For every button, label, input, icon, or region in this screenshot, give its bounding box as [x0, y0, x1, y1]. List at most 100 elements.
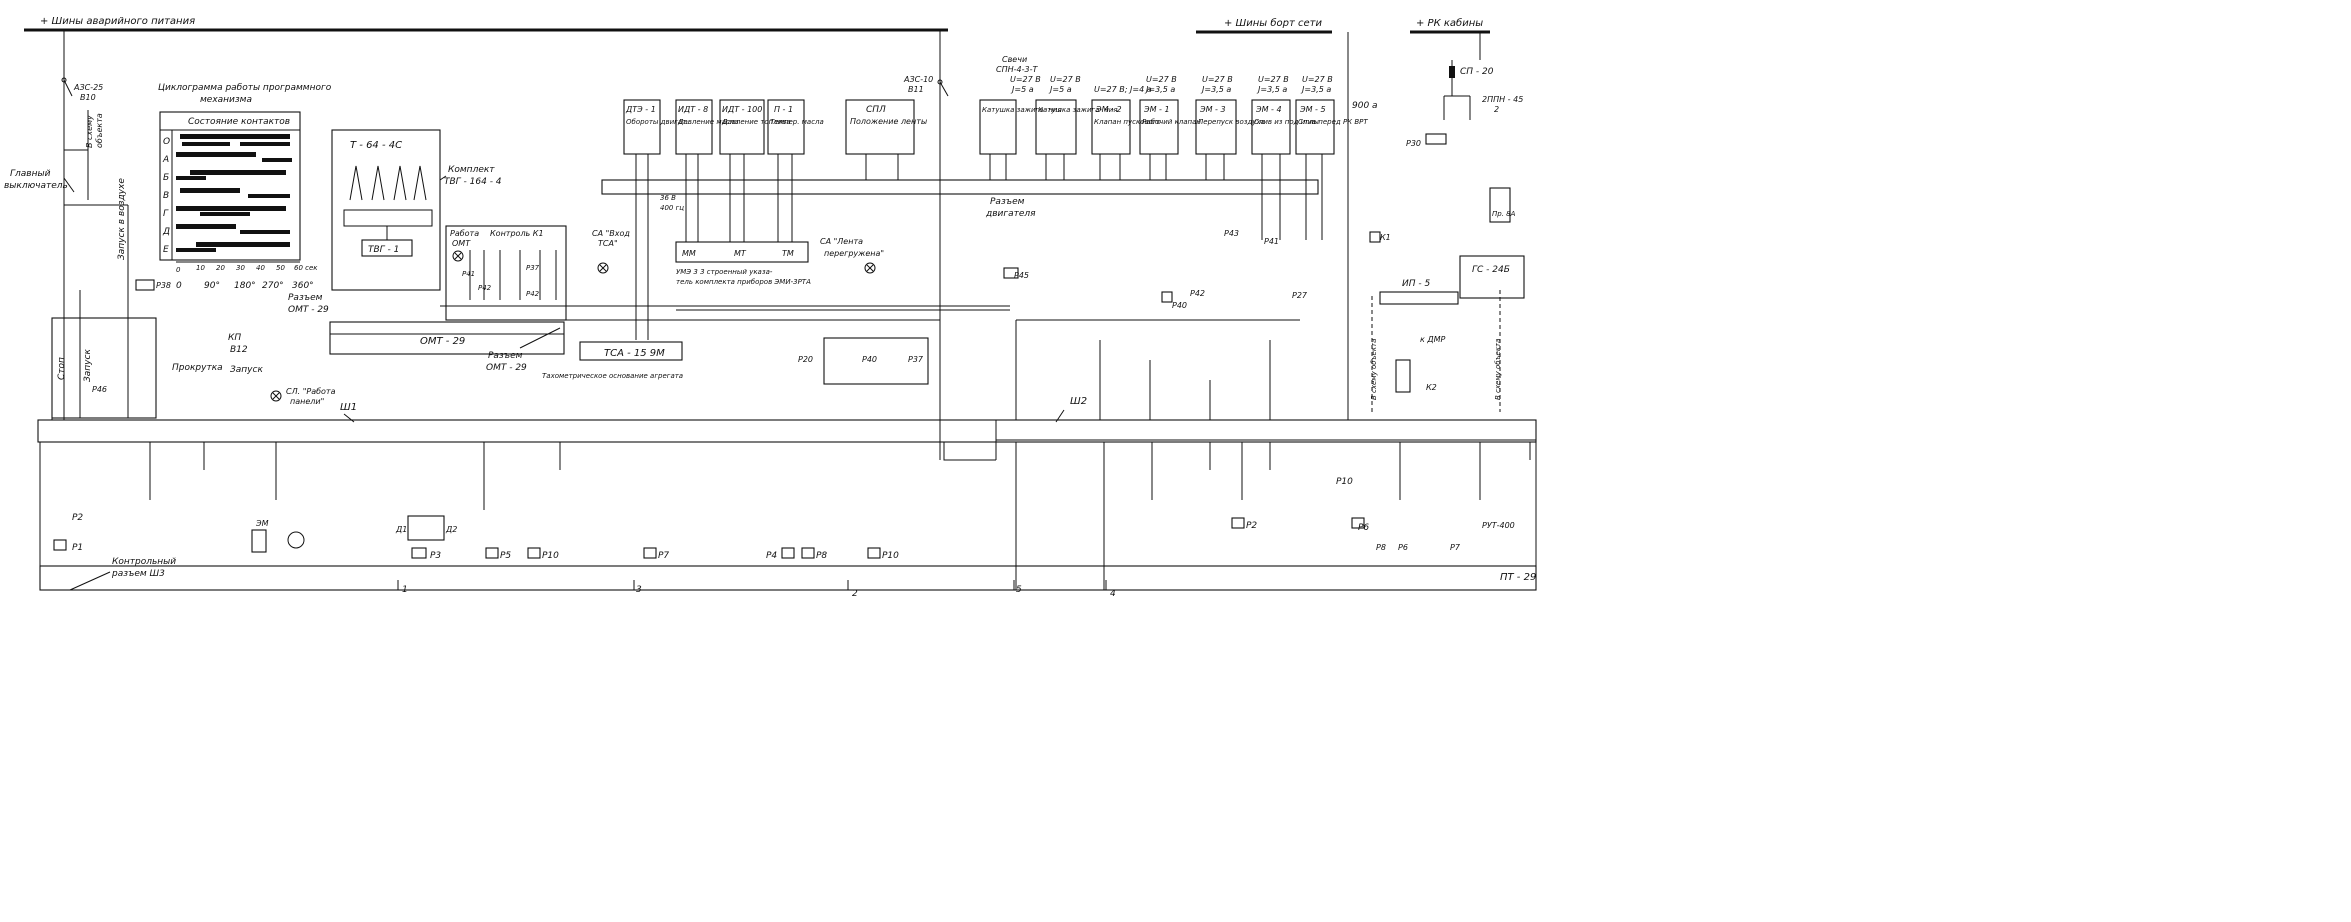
svg-text:Запуск в воздухе: Запуск в воздухе [117, 178, 127, 260]
sensor-dte1: ДТЭ - 1 Обороты двигат. [623, 99, 688, 155]
bottom-terminals: 1 3 2 5 4 [397, 580, 1116, 599]
svg-text:СПН-4-3-Т: СПН-4-3-Т [996, 65, 1038, 74]
svg-text:Стоп: Стоп [57, 357, 67, 380]
svg-text:Б: Б [163, 173, 169, 183]
ignition-coil-1: Катушка зажига- ния [979, 99, 1062, 155]
svg-text:панели": панели" [290, 397, 324, 406]
tsa-block: СА "Вход ТСА" ТСА - 15 9М Тахометрическо… [542, 229, 683, 380]
svg-text:ОМТ - 29: ОМТ - 29 [288, 305, 329, 315]
svg-text:В схему: В схему [85, 115, 94, 148]
svg-text:Р7: Р7 [1450, 543, 1461, 552]
svg-text:2: 2 [852, 589, 858, 599]
svg-text:А: А [162, 155, 169, 165]
svg-text:Д1: Д1 [395, 525, 407, 534]
svg-text:Рабочий клапан: Рабочий клапан [1142, 118, 1201, 126]
svg-text:U=27 В: U=27 В [1302, 75, 1333, 84]
svg-text:Р37: Р37 [908, 355, 924, 364]
svg-text:Р4: Р4 [766, 551, 777, 561]
onboard-bus-label: + Шины борт сети [1224, 17, 1322, 29]
svg-text:5: 5 [1016, 585, 1022, 595]
sensor-spl: СПЛ Положение ленты [845, 99, 927, 155]
svg-text:Контрольный: Контрольный [112, 557, 176, 567]
sensor-idt8: ИДТ - 8 Давление масла [675, 99, 739, 155]
svg-text:Разъем: Разъем [990, 197, 1025, 207]
svg-text:U=27 В: U=27 В [1010, 75, 1041, 84]
em4-valve: U=27 В J=3,5 а ЭМ - 4 Слив из под иглы [1251, 75, 1319, 155]
harness-sh1: Ш1 Ш2 [37, 396, 1537, 443]
svg-text:УМЭ 3 3 строенный указа-: УМЭ 3 3 строенный указа- [676, 268, 773, 276]
svg-text:Запуск: Запуск [83, 349, 93, 382]
svg-text:Р6: Р6 [1358, 523, 1369, 533]
svg-text:Свечи: Свечи [1002, 55, 1027, 64]
svg-text:0: 0 [176, 281, 182, 291]
svg-text:ДТЭ - 1: ДТЭ - 1 [625, 105, 656, 114]
svg-text:Катушка зажига- ния: Катушка зажига- ния [1038, 106, 1118, 114]
sp20-pps45: СП - 20 2ППН - 45 2 Р30 Пр. 8А [1406, 60, 1523, 223]
svg-text:Тахометрическое основание агре: Тахометрическое основание агрегата [542, 372, 683, 380]
svg-text:3: 3 [636, 585, 642, 595]
to-object-label: В схему объекта [85, 113, 104, 148]
svg-text:Р2: Р2 [1246, 521, 1257, 531]
emergency-bus-label: + Шины аварийного питания [40, 16, 195, 27]
svg-text:20: 20 [216, 264, 225, 272]
gs24b-generator: ГС - 24Б ИП - 5 к ДМР К2 РУТ-400 В схему… [1370, 255, 1525, 530]
svg-text:Р41: Р41 [462, 270, 475, 278]
panel-lamp: СЛ. "Работа панели" [270, 387, 336, 406]
svg-text:ММ: ММ [682, 249, 696, 258]
svg-text:Р2: Р2 [72, 513, 83, 523]
svg-text:КП: КП [228, 333, 241, 343]
svg-text:АЗС-10: АЗС-10 [903, 75, 933, 84]
svg-text:Слив перед РК ВРТ: Слив перед РК ВРТ [1298, 118, 1368, 126]
svg-text:тель комплекта приборов ЭМИ-3Р: тель комплекта приборов ЭМИ-3РТА [676, 278, 811, 286]
svg-text:ТВГ - 1: ТВГ - 1 [368, 245, 399, 255]
svg-text:ГС - 24Б: ГС - 24Б [1472, 265, 1510, 275]
svg-text:МТ: МТ [734, 249, 747, 258]
svg-text:Комплект: Комплект [448, 165, 495, 175]
svg-text:Запуск: Запуск [230, 365, 263, 375]
svg-text:Работа: Работа [450, 229, 479, 238]
engine-connector: Разъем двигателя [601, 179, 1319, 219]
svg-text:Р6: Р6 [1398, 543, 1408, 552]
svg-text:Р40: Р40 [1172, 301, 1187, 310]
azs10-breaker: АЗС-10 В11 [903, 75, 949, 97]
omt-relay-group: Работа ОМТ Контроль К1 Р41 Р42 Р37 Р42 [445, 225, 567, 321]
svg-text:4: 4 [1110, 589, 1116, 599]
svg-text:Р38: Р38 [156, 281, 171, 290]
pt29-frame [39, 565, 1537, 591]
svg-text:Е: Е [163, 245, 169, 255]
svg-text:ЭМ - 5: ЭМ - 5 [1299, 105, 1326, 114]
svg-text:Г: Г [163, 209, 169, 219]
svg-text:ТМ: ТМ [782, 249, 794, 258]
svg-text:ОМТ - 29: ОМТ - 29 [486, 363, 527, 373]
svg-text:разъем Ш3: разъем Ш3 [111, 569, 165, 579]
cyclogram: Циклограмма работы программного механизм… [158, 83, 332, 291]
svg-text:Ш2: Ш2 [1070, 396, 1087, 407]
svg-text:ИДТ - 100: ИДТ - 100 [722, 105, 762, 114]
svg-text:СЛ. "Работа: СЛ. "Работа [286, 387, 336, 396]
svg-text:Р42: Р42 [1190, 289, 1205, 298]
svg-text:Слив из под иглы: Слив из под иглы [1254, 118, 1319, 126]
svg-text:Р42: Р42 [478, 284, 492, 292]
svg-text:U=27 В: U=27 В [1202, 75, 1233, 84]
svg-text:Р10: Р10 [542, 551, 559, 561]
ignition-coil-2: Катушка зажига- ния [1035, 99, 1118, 155]
svg-text:Р46: Р46 [92, 385, 107, 394]
em3-valve: U=27 В J=3,5 а ЭМ - 3 Перепуск воздуха [1195, 75, 1265, 155]
svg-text:ТСА - 15 9М: ТСА - 15 9М [604, 348, 665, 359]
svg-text:270°: 270° [262, 281, 284, 291]
svg-text:В: В [163, 191, 169, 201]
diodes-d1-d2: Д1 Д2 [395, 515, 457, 541]
svg-text:К2: К2 [1426, 383, 1437, 392]
svg-text:В11: В11 [908, 85, 924, 94]
svg-text:АЗС-25: АЗС-25 [73, 83, 103, 92]
svg-text:В10: В10 [80, 93, 96, 102]
svg-text:Давление топлива: Давление топлива [721, 118, 791, 126]
svg-text:Разъем: Разъем [488, 351, 523, 361]
svg-text:2ППН - 45: 2ППН - 45 [1482, 95, 1523, 104]
svg-text:ИП - 5: ИП - 5 [1402, 279, 1430, 289]
cyclogram-title-2: механизма [200, 95, 252, 105]
svg-text:Разъем: Разъем [288, 293, 323, 303]
svg-text:Р42: Р42 [526, 290, 540, 298]
svg-text:Р5: Р5 [500, 551, 511, 561]
svg-text:J=3,5 а: J=3,5 а [1300, 85, 1331, 94]
